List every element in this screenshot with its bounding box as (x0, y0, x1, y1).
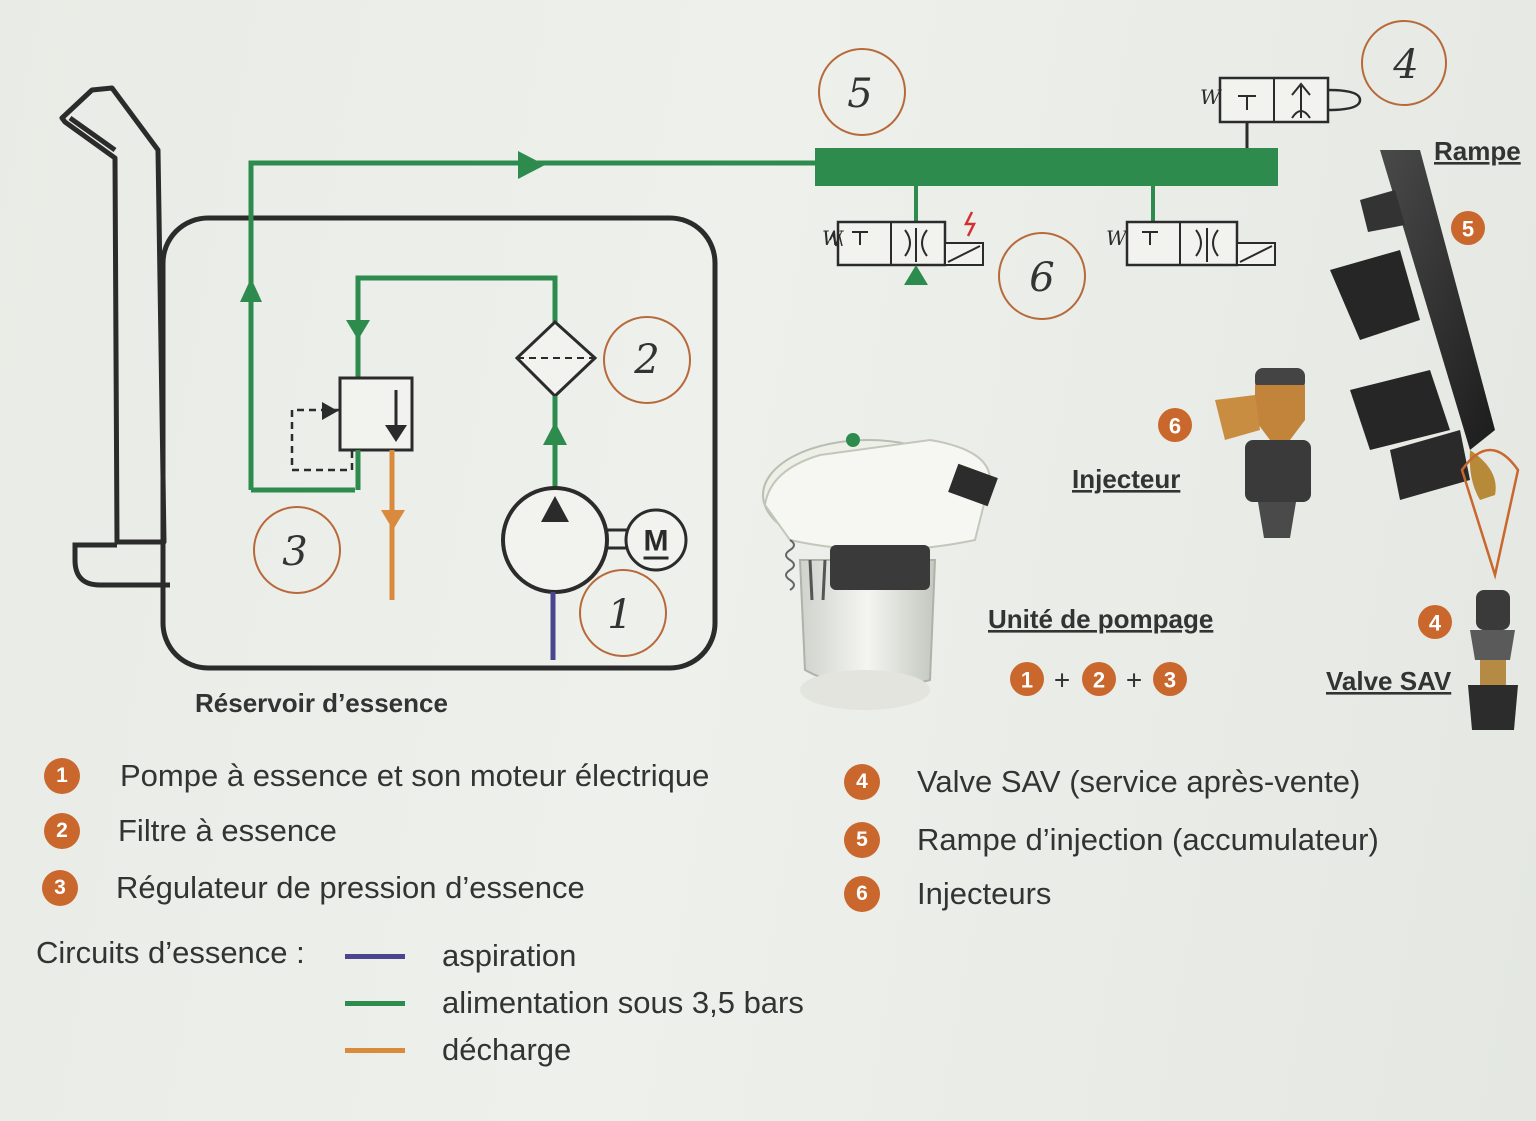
callout-6: 6 (998, 232, 1086, 320)
pressure-regulator (338, 376, 414, 452)
injector-image (1215, 368, 1311, 538)
injector-symbol-2: W (1106, 186, 1276, 267)
circuit-alimentation: alimentation sous 3,5 bars (345, 985, 804, 1021)
fuel-rail (815, 148, 1278, 186)
circuits-title: Circuits d’essence : (36, 935, 305, 970)
legend-item-3: 3 Régulateur de pression d’essence (42, 870, 585, 906)
spring-mark: W (1200, 85, 1222, 109)
badge-valve: 4 (1418, 605, 1452, 639)
callout-1-number: 1 (607, 592, 632, 638)
circuit-label-alimentation: alimentation sous 3,5 bars (442, 985, 804, 1020)
aspiration-swatch (345, 953, 405, 959)
feed-arrow-main (518, 151, 545, 179)
pump-unit-formula: 1 + 2 + 3 (1010, 662, 1187, 696)
injecteur-label: Injecteur (1072, 464, 1180, 494)
circuit-label-aspiration: aspiration (442, 938, 577, 973)
circuit-label-decharge: décharge (442, 1032, 572, 1067)
legend-item-5: 5 Rampe d’injection (accumulateur) (844, 822, 1379, 858)
valve-sav-symbol: W (1200, 76, 1362, 148)
spring-mark: W (822, 226, 844, 250)
legend-badge-3: 3 (42, 870, 78, 906)
svg-text:1: 1 (1021, 668, 1033, 693)
legend-item-4: 4 Valve SAV (service après-vente) (844, 764, 1360, 800)
legend-item-1: 1 Pompe à essence et son moteur électriq… (44, 758, 709, 794)
injector-symbol-1: W (822, 186, 984, 285)
unite-label: Unité de pompage (988, 604, 1213, 634)
legend-text-4: Valve SAV (service après-vente) (917, 764, 1361, 799)
alimentation-swatch (345, 1000, 405, 1006)
svg-text:3: 3 (1164, 668, 1176, 693)
legend-text-6: Injecteurs (917, 876, 1052, 911)
callout-3-number: 3 (282, 529, 307, 575)
legend-text-2: Filtre à essence (118, 813, 337, 848)
tank-label: Réservoir d’essence (195, 688, 448, 718)
decharge-swatch (345, 1047, 405, 1053)
callout-6-number: 6 (1029, 255, 1054, 301)
legend-badge-6: 6 (844, 876, 880, 912)
legend-badge-5: 5 (844, 822, 880, 858)
badge-rampe: 5 (1451, 211, 1485, 245)
feed-arrow-up (240, 278, 262, 302)
callout-2: 2 (603, 316, 691, 404)
legend-badge-2: 2 (44, 813, 80, 849)
callout-1: 1 (579, 569, 667, 657)
svg-text:2: 2 (1093, 668, 1105, 693)
spring-mark: W (1106, 226, 1128, 250)
valve-sav-image (1468, 590, 1518, 730)
filler-neck (59, 85, 167, 545)
svg-text:4: 4 (1429, 611, 1442, 636)
callout-5: 5 (818, 48, 906, 136)
callout-4: 4 (1361, 20, 1447, 106)
callout-3: 3 (253, 506, 341, 594)
motor-label: M (644, 525, 669, 558)
svg-text:+: + (1054, 665, 1070, 696)
legend-badge-1: 1 (44, 758, 80, 794)
legend-text-5: Rampe d’injection (accumulateur) (917, 822, 1379, 857)
svg-text:5: 5 (1462, 217, 1474, 242)
pump-unit-image (762, 433, 998, 710)
electric-motor (624, 508, 688, 572)
circuit-decharge: décharge (345, 1032, 571, 1068)
valve-sav-label: Valve SAV (1326, 666, 1452, 696)
svg-text:6: 6 (1169, 414, 1181, 439)
feed-line (248, 160, 818, 490)
svg-text:+: + (1126, 665, 1142, 696)
legend-text-1: Pompe à essence et son moteur électrique (120, 758, 710, 793)
callout-5-number: 5 (847, 71, 872, 117)
zoom-pointer (1460, 448, 1520, 580)
callout-2-number: 2 (633, 337, 659, 383)
legend-item-2: 2 Filtre à essence (44, 813, 337, 849)
legend-badge-4: 4 (844, 764, 880, 800)
rail-image (1330, 150, 1496, 500)
fuel-tank (160, 215, 718, 671)
circuit-aspiration: aspiration (345, 938, 576, 974)
badge-injecteur: 6 (1158, 408, 1192, 442)
legend-item-6: 6 Injecteurs (844, 876, 1051, 912)
legend-text-3: Régulateur de pression d’essence (116, 870, 585, 905)
rampe-label: Rampe (1434, 136, 1521, 166)
callout-4-number: 4 (1392, 42, 1418, 88)
